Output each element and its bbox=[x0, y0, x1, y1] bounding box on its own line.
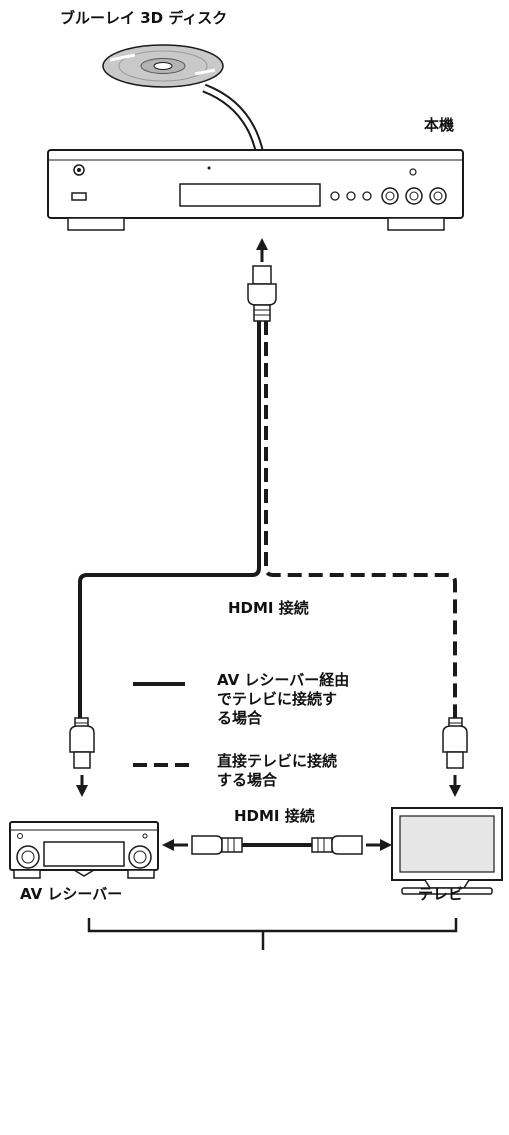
player-device bbox=[47, 149, 464, 231]
legend-solid-line-1: AV レシーバー経由 bbox=[217, 671, 350, 689]
hdmi-plug-top-icon bbox=[247, 238, 277, 322]
legend-solid-line-2: でテレビに接続す bbox=[217, 690, 338, 708]
legend-solid-line-3: る場合 bbox=[217, 709, 263, 727]
bluray-disc-icon bbox=[102, 44, 224, 88]
hdmi-cable-horizontal bbox=[162, 835, 392, 855]
tv-label: テレビ bbox=[418, 885, 464, 903]
solid-cable-upper bbox=[78, 321, 261, 718]
av-receiver-device bbox=[9, 821, 159, 879]
hdmi-plug-right-icon bbox=[442, 717, 468, 797]
tv-device bbox=[391, 807, 503, 895]
player-label: 本機 bbox=[424, 116, 455, 134]
hdmi-plug-left-icon bbox=[69, 717, 95, 797]
legend-dashed-line-1: 直接テレビに接続 bbox=[217, 752, 338, 770]
av-receiver-label: AV レシーバー bbox=[20, 885, 123, 903]
hdmi-connection-label-bottom: HDMI 接続 bbox=[234, 807, 315, 825]
legend-solid-label: AV レシーバー経由 でテレビに接続す る場合 bbox=[217, 671, 349, 728]
legend-dashed-label: 直接テレビに接続 する場合 bbox=[217, 752, 337, 790]
dashed-cable-upper bbox=[264, 321, 457, 718]
hdmi-connection-label-top: HDMI 接続 bbox=[228, 599, 309, 617]
bottom-bracket bbox=[87, 918, 458, 950]
legend-dashed-line-2: する場合 bbox=[217, 771, 278, 789]
disc-label: ブルーレイ 3D ディスク bbox=[60, 9, 228, 27]
